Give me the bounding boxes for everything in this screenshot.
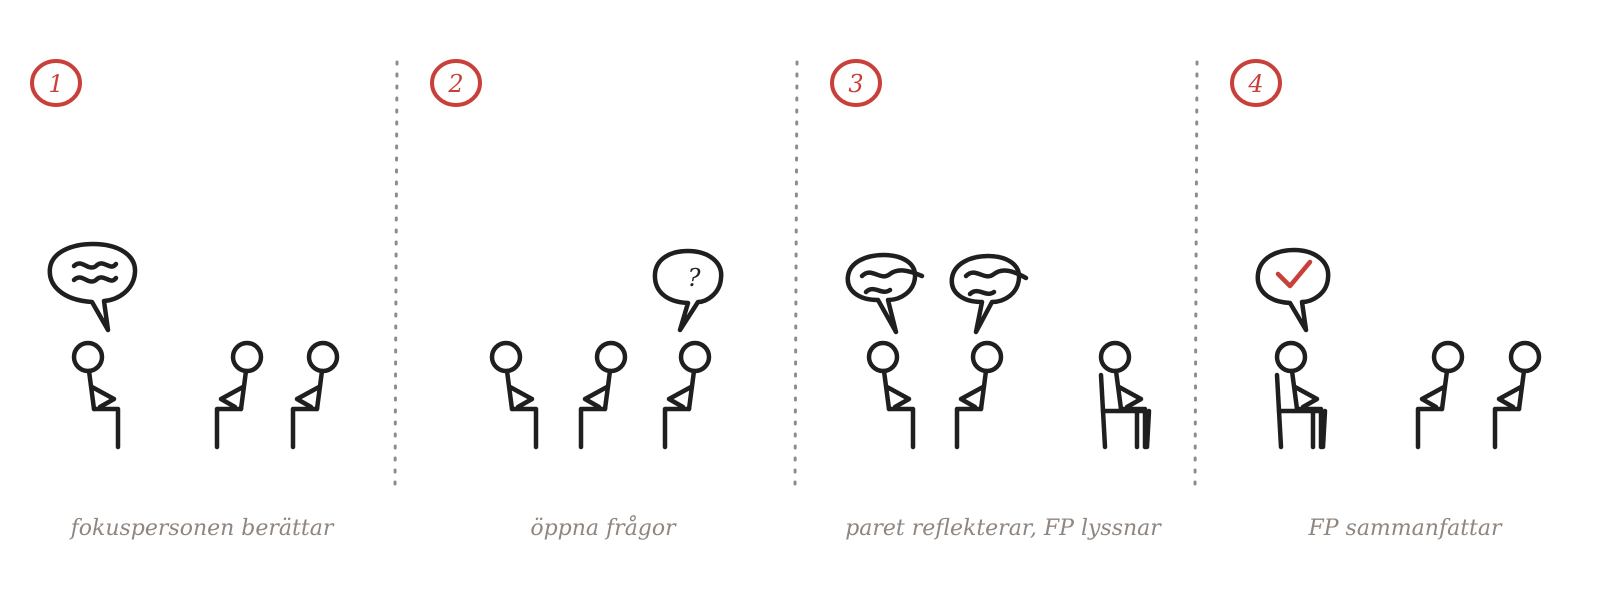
step-panel-4: 4 FP sammanfattar xyxy=(1230,59,1539,541)
reflecting-figure xyxy=(957,343,1001,447)
focus-person-figure xyxy=(492,343,536,447)
listener-figure xyxy=(581,343,625,447)
step-caption: öppna frågor xyxy=(530,514,677,541)
step-number: 2 xyxy=(447,70,463,98)
speech-bubble-wavy-icon xyxy=(949,253,1029,335)
step-number: 4 xyxy=(1247,70,1263,98)
separator-1-2 xyxy=(393,60,399,492)
step-caption: FP sammanfattar xyxy=(1307,516,1503,541)
listener-figure xyxy=(1418,343,1462,447)
step-number-badge: 2 xyxy=(430,59,482,107)
listener-figure xyxy=(293,343,337,447)
reflecting-figure xyxy=(869,343,913,447)
step-panel-3: 3 paret reflekterar, FP lyssnar xyxy=(830,59,1162,541)
step-panel-1: 1 fokuspersonen berättar xyxy=(30,59,337,541)
step-number-badge: 3 xyxy=(830,59,882,107)
step-panel-2: 2 ? öppna frågor xyxy=(430,59,724,541)
focus-person-figure xyxy=(74,343,118,447)
listener-figure xyxy=(217,343,261,447)
step-caption: fokuspersonen berättar xyxy=(69,516,335,541)
speech-bubble-wavy-icon xyxy=(845,252,925,335)
speech-bubble-check-icon xyxy=(1255,247,1331,333)
speech-bubble-wavy-icon xyxy=(47,241,138,333)
questioner-figure xyxy=(665,343,709,447)
step-caption: paret reflekterar, FP lyssnar xyxy=(845,516,1162,541)
question-mark: ? xyxy=(688,264,701,292)
step-number-badge: 1 xyxy=(30,59,82,107)
listener-figure xyxy=(1495,343,1539,447)
separator-2-3 xyxy=(793,60,799,492)
speech-bubble-question-icon: ? xyxy=(652,248,724,333)
separator-3-4 xyxy=(1193,60,1199,492)
step-number: 1 xyxy=(48,70,63,98)
step-number: 3 xyxy=(848,70,863,98)
step-number-badge: 4 xyxy=(1230,59,1282,107)
